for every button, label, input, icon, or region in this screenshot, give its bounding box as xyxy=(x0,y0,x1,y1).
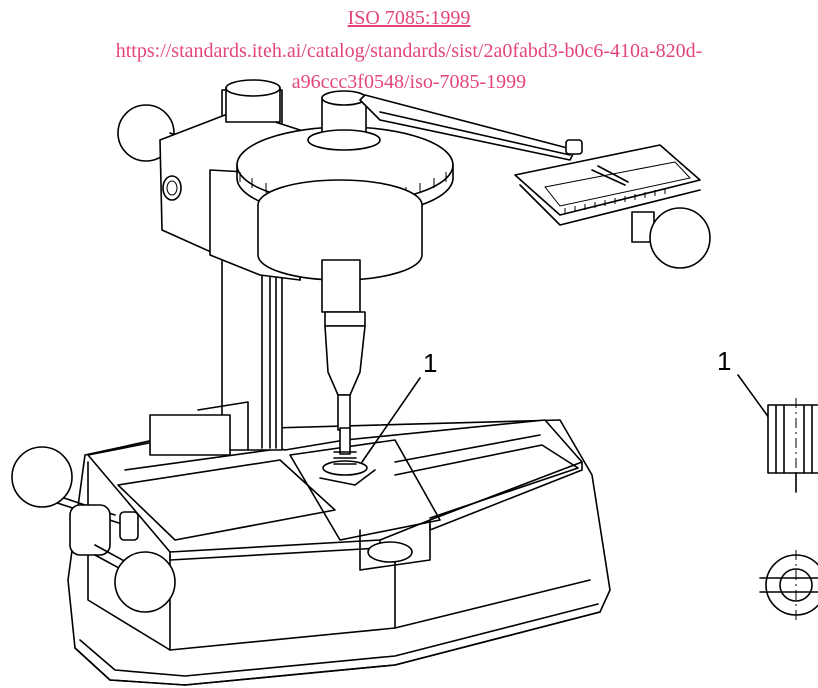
watermark-url-line1[interactable]: https://standards.iteh.ai/catalog/standa… xyxy=(115,40,703,62)
watermark-url-line2[interactable]: a96ccc3f0548/iso-7085-1999 xyxy=(291,71,527,93)
specimen-detail-view: 1 xyxy=(717,346,818,622)
callout-main-label: 1 xyxy=(423,348,437,378)
callout-main: 1 xyxy=(361,348,437,463)
specimen-in-fixture xyxy=(319,427,376,486)
watermark-standard-title[interactable]: ISO 7085:1999 xyxy=(347,7,471,29)
callout-detail-label: 1 xyxy=(717,346,731,376)
table-handwheel-left xyxy=(11,446,176,613)
head-assembly xyxy=(117,79,711,431)
